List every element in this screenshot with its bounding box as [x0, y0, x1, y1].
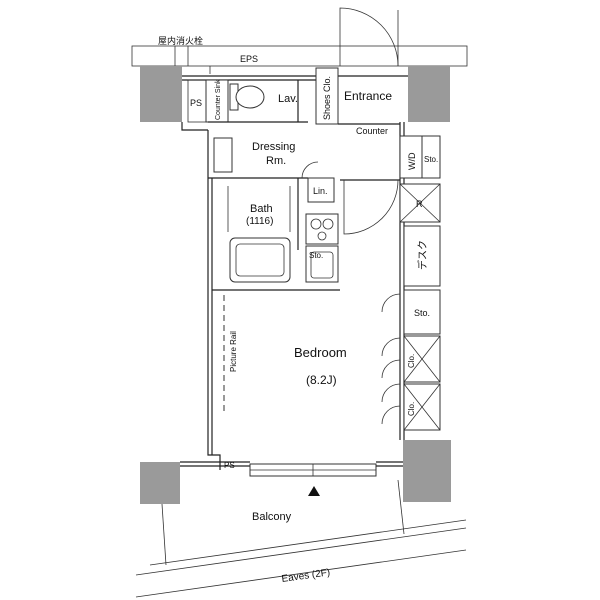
- storage-upper: [421, 135, 441, 179]
- column-bottom-right: [403, 440, 451, 502]
- label-lin: Lin.: [313, 186, 328, 196]
- label-sto-upper: Sto.: [424, 155, 438, 164]
- plan-labels: 屋内消火栓 EPS PS Counter Sink Lav. Shoes Clo…: [158, 35, 438, 585]
- label-ps-top: PS: [190, 98, 202, 108]
- kitchen: [300, 213, 340, 291]
- label-ps-bottom: PS: [224, 461, 235, 470]
- balcony-window: [249, 461, 403, 496]
- label-picture-rail: Picture Rail: [229, 331, 238, 372]
- label-eps: EPS: [240, 54, 258, 64]
- label-bedroom: Bedroom: [294, 345, 347, 360]
- label-desk: デスク: [416, 240, 429, 270]
- label-bath: Bath: [250, 203, 273, 215]
- shoes-closet: [315, 67, 339, 125]
- label-eaves: Eaves (2F): [281, 567, 331, 585]
- column-bottom-left: [140, 462, 180, 504]
- washbasin: [213, 137, 233, 173]
- label-sto-mid: Sto.: [414, 308, 430, 318]
- bathtub: [229, 237, 291, 283]
- desk: [403, 225, 441, 287]
- label-clo-upper: Clo.: [407, 354, 416, 368]
- label-clo-lower: Clo.: [407, 402, 416, 416]
- label-refrigerator: R: [416, 199, 423, 209]
- top-utility-strip: [131, 45, 468, 74]
- label-bedroom-size: (8.2J): [306, 373, 337, 387]
- label-dressing: Dressing: [252, 141, 295, 153]
- right-storage: [381, 135, 441, 431]
- balcony-structure: [135, 479, 467, 598]
- inner-door-swing: [343, 179, 399, 235]
- label-shoes-clo: Shoes Clo.: [322, 76, 332, 120]
- structural-columns: [140, 66, 451, 504]
- label-lav: Lav.: [278, 93, 298, 105]
- storage-mid: [403, 289, 441, 335]
- cooktop: [305, 213, 339, 245]
- entrance-door-swing: [339, 7, 399, 67]
- toilet-bowl: [235, 85, 265, 109]
- label-hydrant: 屋内消火栓: [158, 35, 203, 46]
- label-counter-sink: Counter Sink: [215, 79, 222, 120]
- label-balcony: Balcony: [252, 511, 292, 523]
- label-bath-size: (1116): [246, 216, 273, 227]
- label-wd: W/D: [407, 152, 417, 170]
- label-entrance: Entrance: [344, 89, 392, 103]
- entry-arrow: [308, 486, 320, 496]
- linen-closet: [307, 177, 335, 203]
- label-counter: Counter: [356, 126, 388, 136]
- label-sto-kitchen: Sto.: [309, 251, 323, 260]
- entrance-area: [301, 7, 400, 235]
- label-dressing-rm: Rm.: [266, 155, 286, 167]
- wet-area: [187, 79, 308, 291]
- column-top-left: [140, 66, 182, 122]
- column-top-right: [408, 66, 450, 122]
